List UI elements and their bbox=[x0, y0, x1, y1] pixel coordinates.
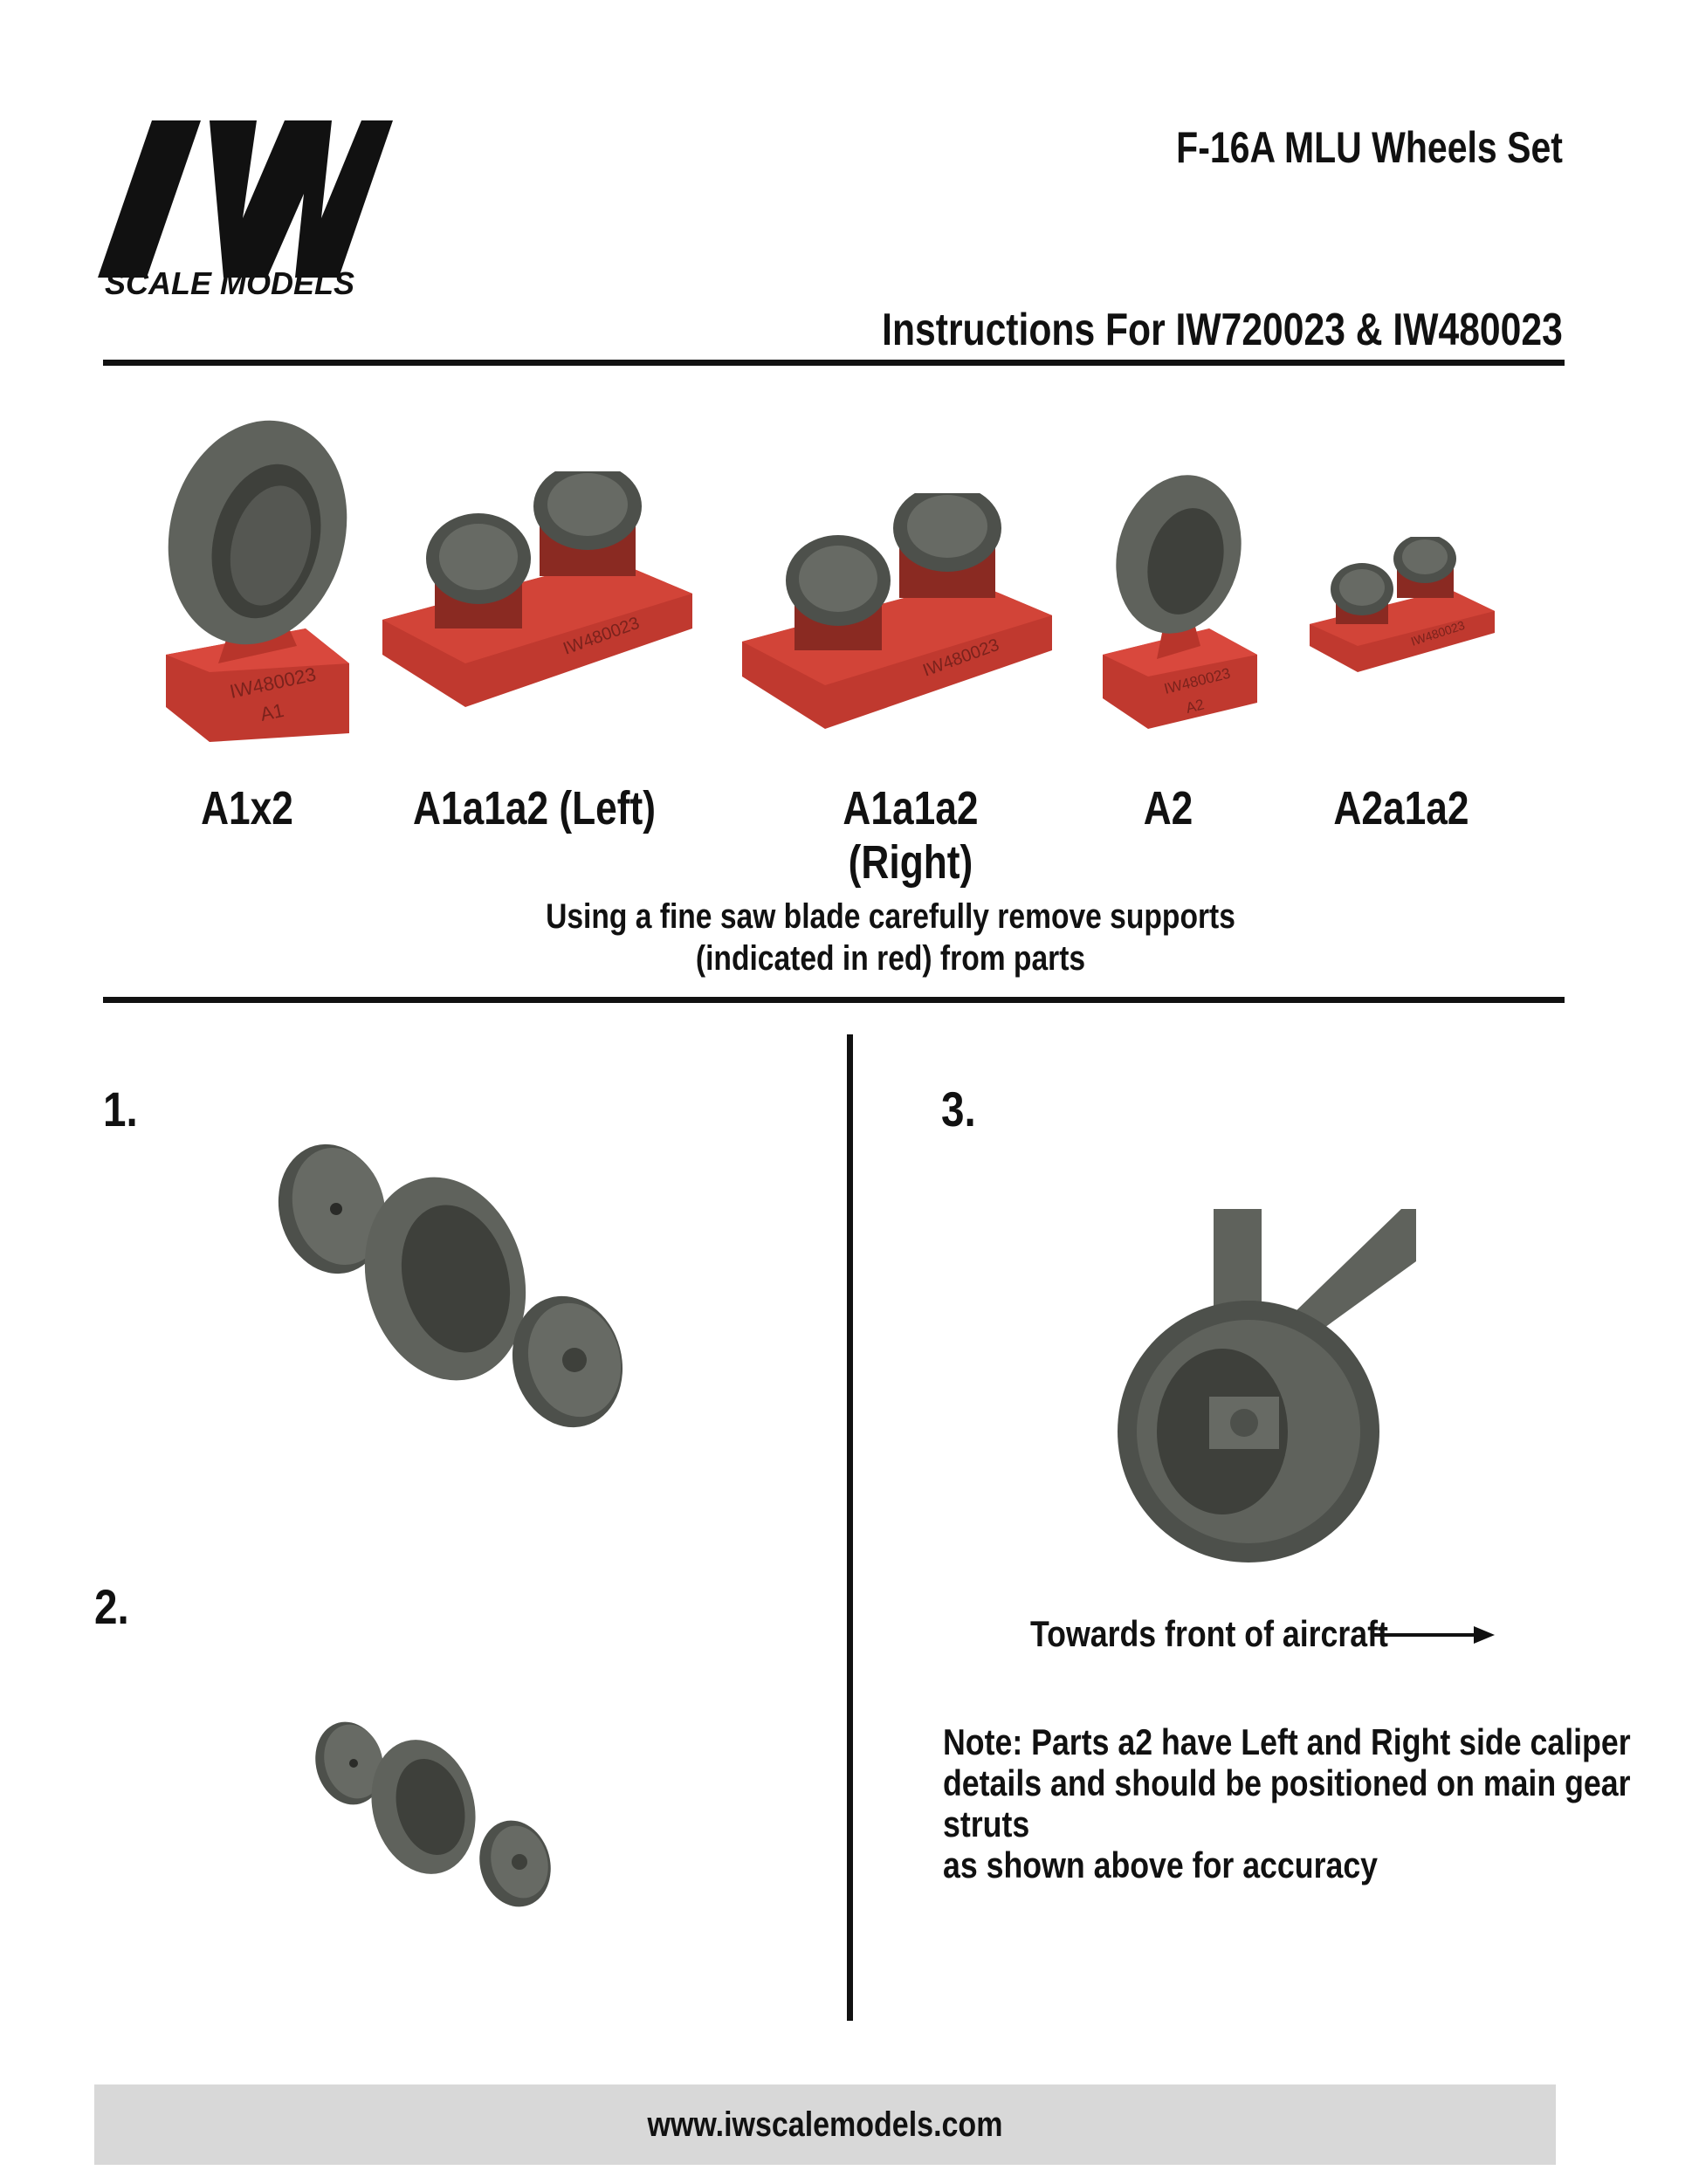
section-divider bbox=[103, 997, 1565, 1003]
step-1-number: 1. bbox=[103, 1082, 138, 1137]
part-a1-sub: A1 bbox=[258, 699, 286, 725]
brand-logo: SCALE MODELS bbox=[98, 113, 403, 314]
caliper-note-line3: as shown above for accuracy bbox=[943, 1844, 1379, 1885]
step-2-number: 2. bbox=[94, 1579, 129, 1634]
part-a2a1a2-image: IW480023 bbox=[1310, 534, 1495, 672]
step-1-illustration bbox=[271, 1135, 646, 1432]
part-a1a1a2-left: IW480023 bbox=[382, 463, 697, 725]
direction-label: Towards front of aircraft bbox=[1030, 1613, 1388, 1654]
part-a2a1a2: IW480023 bbox=[1310, 534, 1502, 676]
part-a1: IW480023 A1 bbox=[148, 410, 367, 751]
support-note-line2: (indicated in red) from parts bbox=[695, 939, 1086, 978]
caliper-note-line1: Note: Parts a2 have Left and Right side … bbox=[943, 1721, 1631, 1762]
logo-mark bbox=[98, 120, 393, 278]
arrow-right-icon bbox=[1371, 1626, 1495, 1644]
caliper-note: Note: Parts a2 have Left and Right side … bbox=[943, 1721, 1670, 1885]
logo-text: SCALE MODELS bbox=[105, 265, 355, 301]
part-a1a1a2-right: IW480023 bbox=[742, 484, 1056, 746]
step-3-image bbox=[1118, 1209, 1416, 1562]
part-label-a2: A2 bbox=[1143, 782, 1193, 834]
column-divider bbox=[847, 1034, 853, 2021]
part-a2: IW480023 A2 bbox=[1096, 467, 1270, 738]
header-divider bbox=[103, 360, 1565, 366]
footer-bar: www.iwscalemodels.com bbox=[94, 2084, 1556, 2165]
direction-arrow bbox=[1371, 1622, 1502, 1648]
step-1-image bbox=[278, 1144, 623, 1428]
part-label-a1a1a2-right: A1a1a2 (Right) bbox=[843, 782, 979, 889]
part-a1a1a2-left-image: IW480023 bbox=[382, 463, 692, 707]
part-label-a1a1a2-left: A1a1a2 (Left) bbox=[412, 782, 657, 834]
step-3-illustration bbox=[1100, 1209, 1423, 1567]
page-title: F-16A MLU Wheels Set bbox=[1176, 123, 1563, 172]
part-label-a1: A1x2 bbox=[201, 782, 293, 834]
step-3-number: 3. bbox=[941, 1082, 976, 1137]
support-note-line1: Using a fine saw blade carefully remove … bbox=[546, 897, 1235, 936]
part-a1-image: IW480023 A1 bbox=[166, 420, 349, 742]
caliper-note-line2: details and should be positioned on main… bbox=[943, 1762, 1631, 1844]
footer-url[interactable]: www.iwscalemodels.com bbox=[647, 2105, 1003, 2144]
support-note: Using a fine saw blade carefully remove … bbox=[509, 896, 1272, 979]
part-a1a1a2-right-image: IW480023 bbox=[742, 484, 1052, 729]
part-a2-image: IW480023 A2 bbox=[1103, 475, 1257, 729]
part-a2-sub: A2 bbox=[1184, 696, 1206, 716]
step-2-image bbox=[315, 1721, 551, 1907]
step-2-illustration bbox=[310, 1711, 563, 1912]
part-label-a2a1a2: A2a1a2 bbox=[1333, 782, 1469, 834]
page-subtitle: Instructions For IW720023 & IW480023 bbox=[882, 305, 1563, 355]
